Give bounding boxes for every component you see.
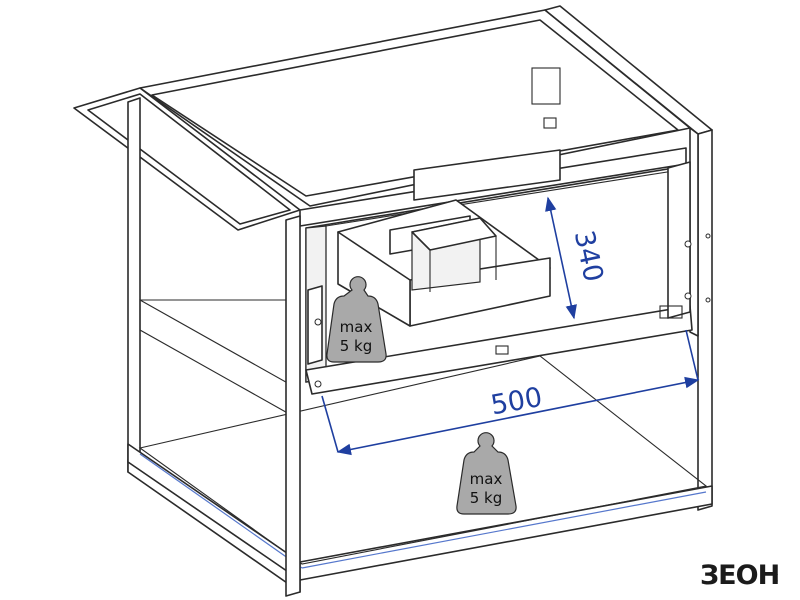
cabinet-front-post: [285, 215, 301, 597]
cabinet-base: [127, 355, 713, 581]
width-dimension-label: 500: [488, 382, 544, 421]
shelf-weight-line2: 5 kg: [470, 489, 503, 507]
cabinet-inner-panels: [139, 299, 301, 421]
brand-logo: ЗЕОН mebel: [700, 560, 780, 591]
mounting-screws: [314, 67, 711, 388]
shelf-weight-line1: max: [470, 470, 503, 488]
brand-logo-text: ЗЕОН: [700, 560, 779, 591]
drawer-weight-line1: max: [340, 318, 373, 336]
drawer-weight-icon: max 5 kg: [326, 276, 387, 363]
brand-logo-vertical-text: mebel: [772, 566, 778, 582]
drawer-weight-line2: 5 kg: [340, 337, 373, 355]
cabinet-right-frame: [689, 127, 713, 511]
shelf-weight-icon: max 5 kg: [456, 432, 517, 515]
drawer: [305, 161, 693, 395]
